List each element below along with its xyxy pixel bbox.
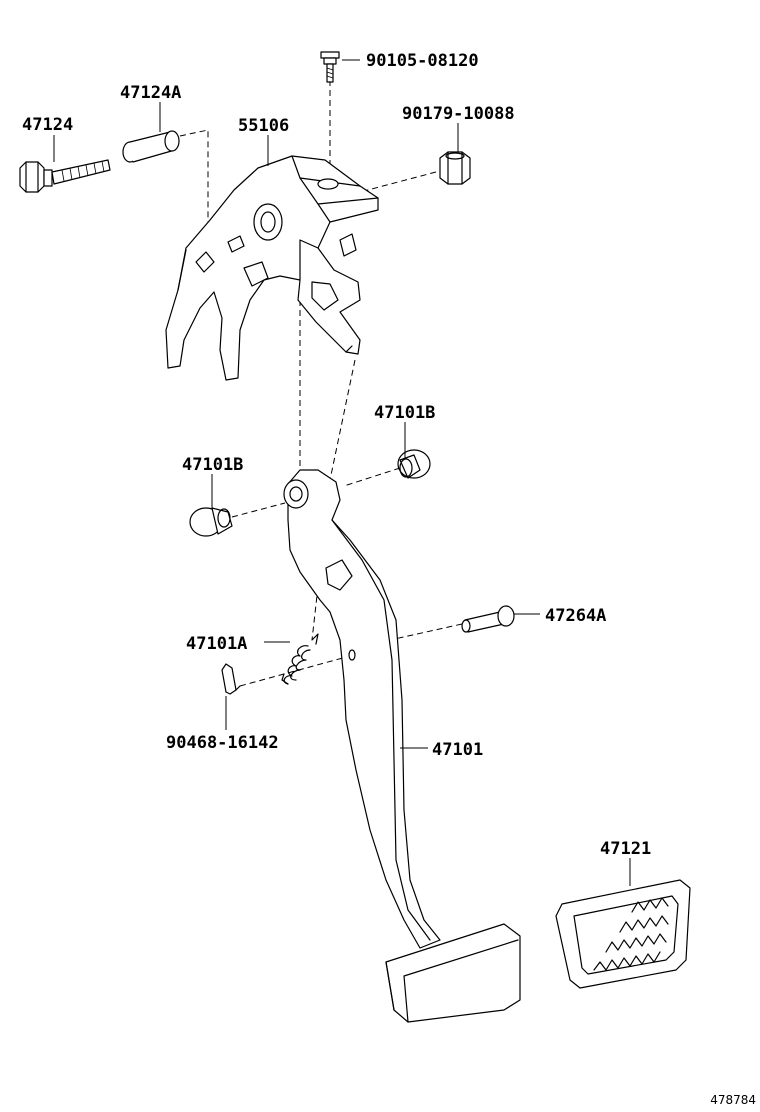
leader-lines	[53, 59, 631, 886]
figure-number: 478784	[710, 1093, 756, 1107]
return-spring-47101A-part	[281, 633, 319, 685]
label-90468-16142: 90468-16142	[166, 733, 279, 753]
collar-47124A-part	[122, 130, 180, 163]
pedal-arm-47101-part	[283, 469, 521, 1023]
label-47121: 47121	[600, 839, 651, 859]
bracket-55106-part	[165, 155, 379, 381]
clip-90468-16142-part	[221, 663, 241, 695]
label-90105-08120: 90105-08120	[366, 51, 479, 71]
label-47101B-left: 47101B	[182, 455, 243, 475]
bolt-90105-08120-part	[320, 51, 340, 83]
pin-47264A-part	[461, 605, 515, 633]
bushing-47101B-left-part	[189, 507, 233, 537]
label-47101: 47101	[432, 740, 483, 760]
label-47264A: 47264A	[545, 606, 606, 626]
label-47124A: 47124A	[120, 83, 181, 103]
label-47101A: 47101A	[186, 634, 247, 654]
label-55106: 55106	[238, 116, 289, 136]
label-47101B-right: 47101B	[374, 403, 435, 423]
label-90179-10088: 90179-10088	[402, 104, 515, 124]
bolt-47124-part	[19, 159, 111, 193]
pedal-pad-47121-part	[555, 879, 691, 989]
bushing-47101B-right-part	[397, 449, 431, 479]
nut-90179-10088-part	[439, 151, 471, 185]
label-47124: 47124	[22, 115, 73, 135]
